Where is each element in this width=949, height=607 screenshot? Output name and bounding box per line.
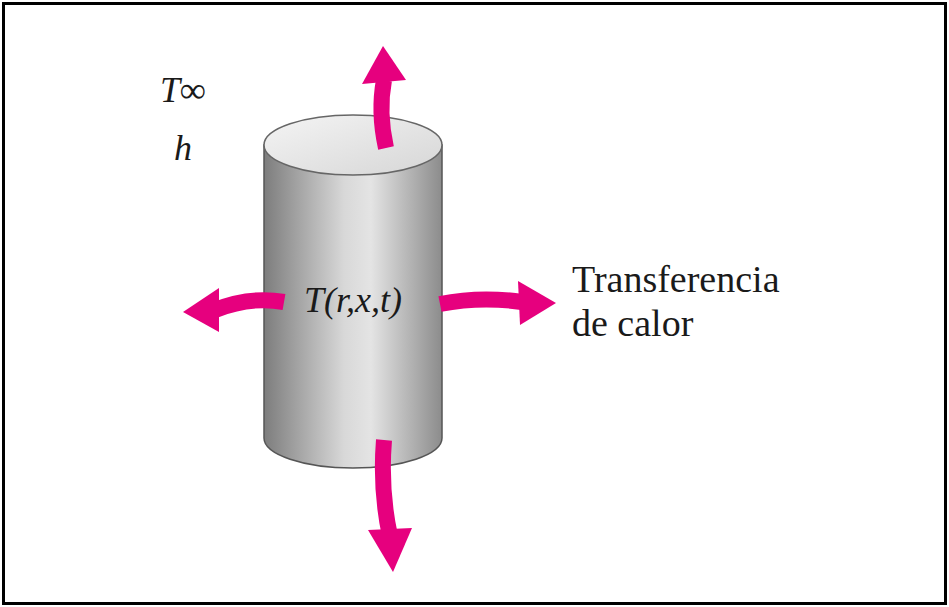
heat-arrow-up [381,80,386,148]
heat-arrow-right [440,299,522,304]
symbol-label: h [174,128,192,169]
heat-arrow-down [383,440,390,536]
arrowhead-down [368,528,412,572]
heat-transfer-label: Transferencia de calor [572,258,822,345]
temperature-label: T(r,x,t) [304,279,402,321]
heat-arrow-left [215,300,284,310]
arrowhead-left [183,288,219,332]
arrowhead-right [518,281,556,325]
arrowhead-up [362,46,406,84]
symbol-label: T∞ [160,70,206,111]
cylinder-body: T(r,x,t) [262,112,444,472]
